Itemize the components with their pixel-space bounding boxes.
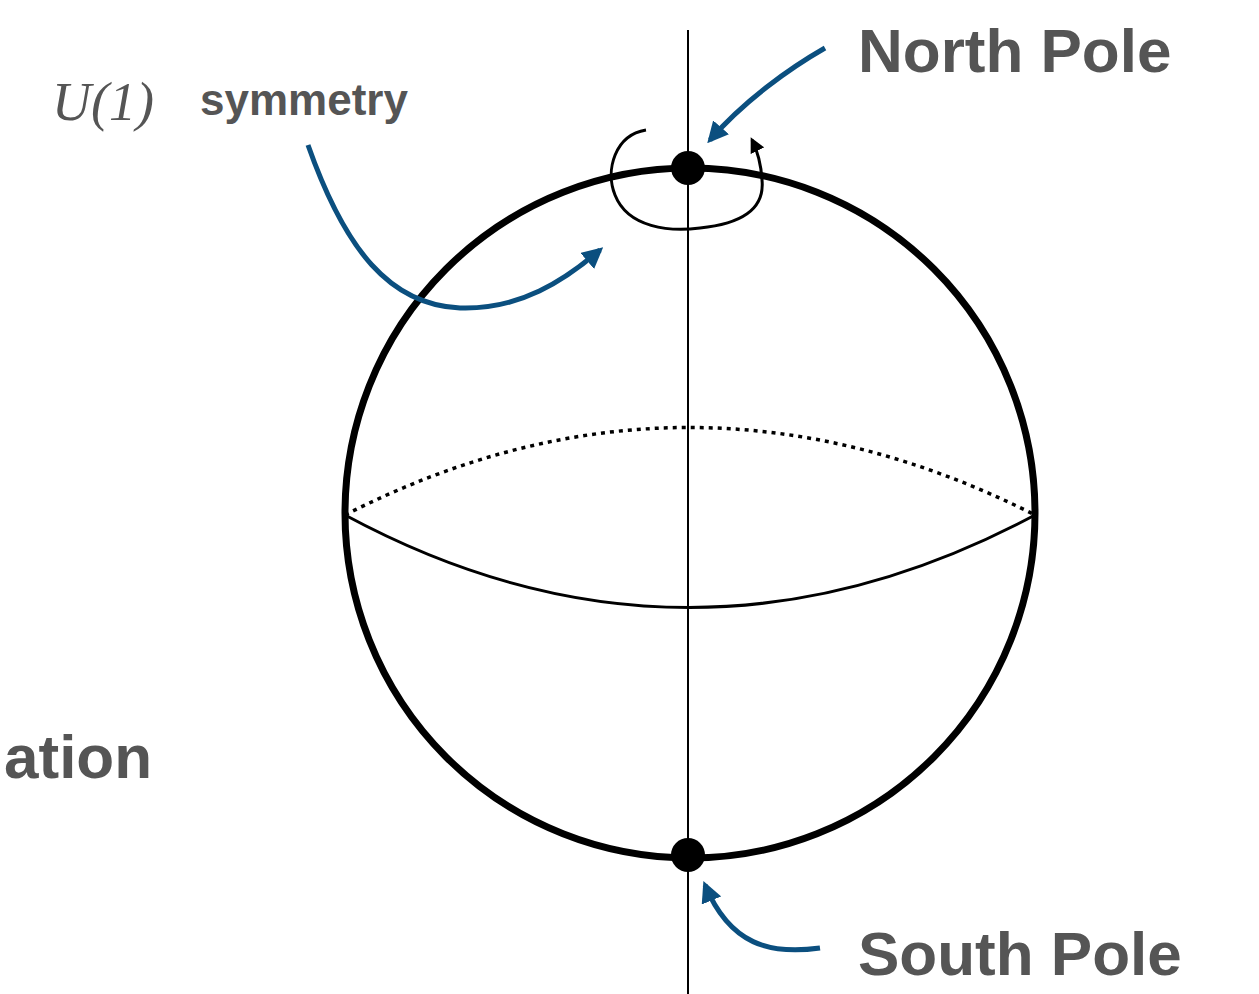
south-pole-dot [671,838,705,872]
leader-arrow [308,145,600,308]
rotation-loop [611,130,762,229]
pole-label: South Pole [858,923,1182,985]
equator-front [345,515,1035,608]
fragment-label: ation [4,726,152,788]
north-pole-dot [671,151,705,185]
symmetry-label: symmetry [200,78,408,122]
symmetry-symbol: U(1) [52,75,154,129]
equator-back [345,428,1035,516]
sphere-outline [345,168,1035,858]
leader-arrow [705,885,820,950]
pole-label: North Pole [858,20,1171,82]
leader-arrow [710,48,825,140]
